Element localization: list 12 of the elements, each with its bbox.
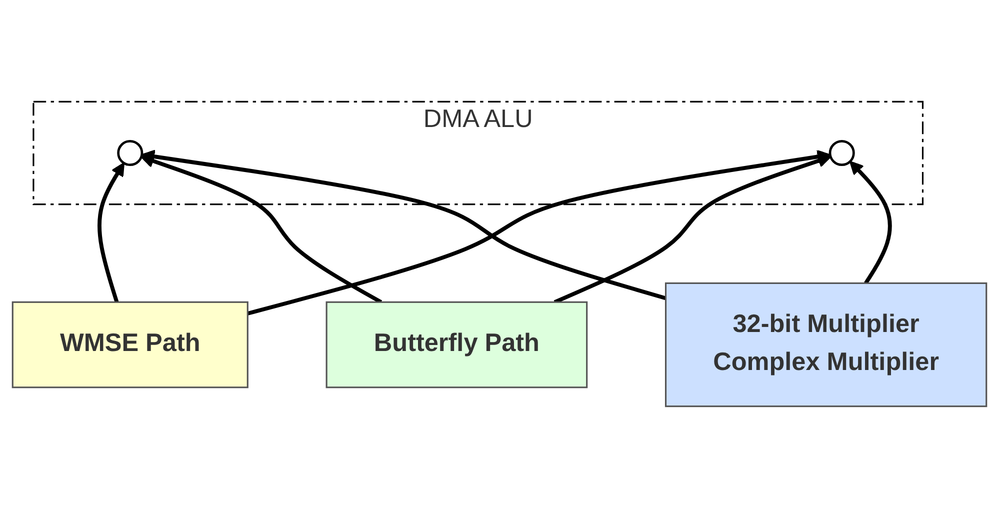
node-box: WMSE Path (12, 301, 248, 388)
arrow (247, 150, 831, 316)
node-circle (117, 140, 144, 166)
arrow (140, 154, 382, 304)
arrow (554, 154, 832, 304)
node-circle (828, 140, 855, 166)
node-box: 32-bit Multiplier Complex Multiplier (664, 282, 988, 408)
cluster: DMA ALU (32, 100, 924, 206)
node-box: Butterfly Path (326, 301, 588, 388)
arrow (849, 160, 892, 284)
arrow (97, 162, 125, 303)
arrow (141, 150, 666, 300)
